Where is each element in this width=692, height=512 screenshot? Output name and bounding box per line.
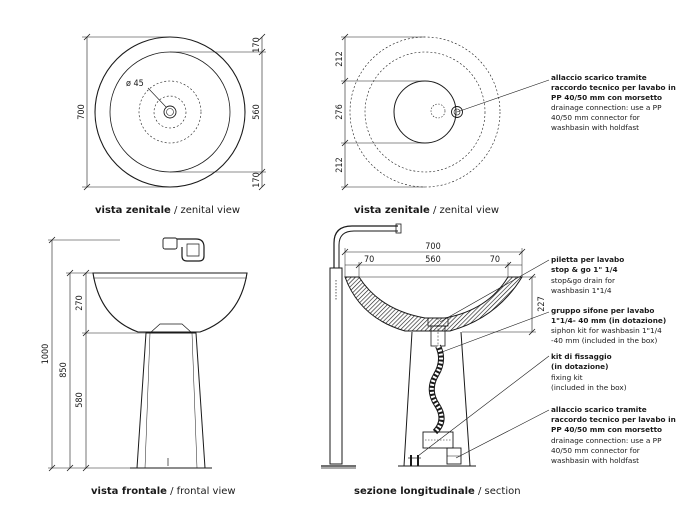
note-stop-and-go-drain: piletta per lavabo stop & go 1" 1/4 stop… (551, 255, 624, 295)
svg-text:washbasin with holdfast: washbasin with holdfast (551, 123, 639, 132)
dim-hole-diameter: ø 45 (126, 79, 144, 89)
svg-text:40/50 mm connector for: 40/50 mm connector for (551, 113, 640, 122)
svg-text:siphon kit for washbasin 1"1/4: siphon kit for washbasin 1"1/4 (551, 326, 662, 335)
basin-bowl-rim (393, 80, 457, 144)
caption-frontal-view: vista frontale / frontal view (91, 486, 236, 497)
frontal-view (48, 236, 248, 472)
dim-column-580: 580 (75, 392, 85, 407)
svg-text:1"1/4- 40 mm (in dotazione): 1"1/4- 40 mm (in dotazione) (551, 316, 666, 325)
basin-bowl-section (344, 276, 523, 332)
outline-dashed-mid (364, 51, 486, 173)
basin-dashed-ring-small (153, 95, 187, 129)
caption-section-view: sezione longitudinale / section (354, 486, 521, 497)
zenital-drain-view (341, 33, 550, 191)
note-drainage-top: allaccio scarico tramite raccordo tecnic… (551, 73, 676, 132)
dim-height-1000: 1000 (41, 344, 51, 365)
section-view (321, 223, 550, 469)
svg-text:allaccio scarico tramite: allaccio scarico tramite (551, 405, 647, 414)
dim-middle-276: 276 (335, 104, 345, 119)
dim-width-700: 700 (425, 242, 440, 252)
dim-top-170: 170 (252, 37, 262, 52)
svg-text:allaccio scarico tramite: allaccio scarico tramite (551, 73, 647, 82)
svg-text:drainage connection: use a PP: drainage connection: use a PP (551, 103, 662, 112)
svg-text:-40 mm (included in the box): -40 mm (included in the box) (551, 336, 657, 345)
note-fixing-kit: kit di fissaggio (in dotazione) fixing k… (551, 352, 627, 392)
drain-outlet-inner (453, 108, 461, 116)
svg-text:piletta per lavabo: piletta per lavabo (551, 255, 624, 264)
svg-text:stop&go drain for: stop&go drain for (551, 276, 615, 285)
note-siphon-kit: gruppo sifone per lavabo 1"1/4- 40 mm (i… (551, 306, 666, 345)
svg-text:fixing kit: fixing kit (551, 373, 583, 382)
dim-depth-227: 227 (537, 296, 547, 311)
fixing-kit (408, 455, 421, 466)
svg-text:raccordo tecnico per lavabo in: raccordo tecnico per lavabo in (551, 415, 676, 424)
svg-text:PP 40/50 mm con morsetto: PP 40/50 mm con morsetto (551, 93, 662, 102)
caption-zenital-drain-view: vista zenitale / zenital view (354, 205, 499, 216)
drain-hole (163, 105, 177, 119)
svg-text:washbasin 1"1/4: washbasin 1"1/4 (551, 286, 612, 295)
basin-outer-rim (94, 36, 246, 188)
drain-hole-inner (166, 108, 174, 116)
dim-height-850: 850 (59, 362, 69, 377)
pedestal-column (136, 332, 206, 469)
dim-top-212: 212 (335, 51, 345, 66)
note-drainage-section: allaccio scarico tramite raccordo tecnic… (551, 405, 676, 465)
svg-text:raccordo tecnico per lavabo in: raccordo tecnico per lavabo in (551, 83, 676, 92)
drain-outlet (451, 106, 463, 118)
basin-dashed-ring (138, 80, 202, 144)
svg-text:kit di fissaggio: kit di fissaggio (551, 352, 612, 361)
dim-left-70: 70 (364, 255, 374, 265)
dim-right-70: 70 (490, 255, 500, 265)
dim-bottom-212: 212 (335, 157, 345, 172)
basin-inner-rim (109, 51, 231, 173)
drain-outlet-dashed (430, 103, 446, 119)
svg-text:stop & go 1" 1/4: stop & go 1" 1/4 (551, 265, 618, 274)
dim-overall-700: 700 (77, 104, 87, 119)
dim-inner-560: 560 (425, 255, 440, 265)
floor-standing-spout (321, 223, 402, 469)
dim-bowl-270: 270 (75, 295, 85, 310)
siphon-body (422, 431, 454, 449)
zenital-view (82, 33, 266, 191)
svg-text:PP 40/50 mm con morsetto: PP 40/50 mm con morsetto (551, 425, 662, 434)
dim-middle-560: 560 (252, 104, 262, 119)
dim-bottom-170: 170 (252, 172, 262, 187)
outline-dashed-outer (349, 36, 501, 188)
svg-text:drainage connection: use a PP: drainage connection: use a PP (551, 436, 662, 445)
basin-bowl-frontal (92, 272, 248, 333)
svg-text:(in dotazione): (in dotazione) (551, 362, 608, 371)
svg-text:washbasin with holdfast: washbasin with holdfast (551, 456, 639, 465)
caption-zenital-view: vista zenitale / zenital view (95, 205, 240, 216)
svg-text:40/50 mm connector for: 40/50 mm connector for (551, 446, 640, 455)
svg-text:gruppo sifone per lavabo: gruppo sifone per lavabo (551, 306, 654, 315)
wall-mixer-tap (162, 237, 205, 262)
svg-text:(included in the box): (included in the box) (551, 383, 627, 392)
